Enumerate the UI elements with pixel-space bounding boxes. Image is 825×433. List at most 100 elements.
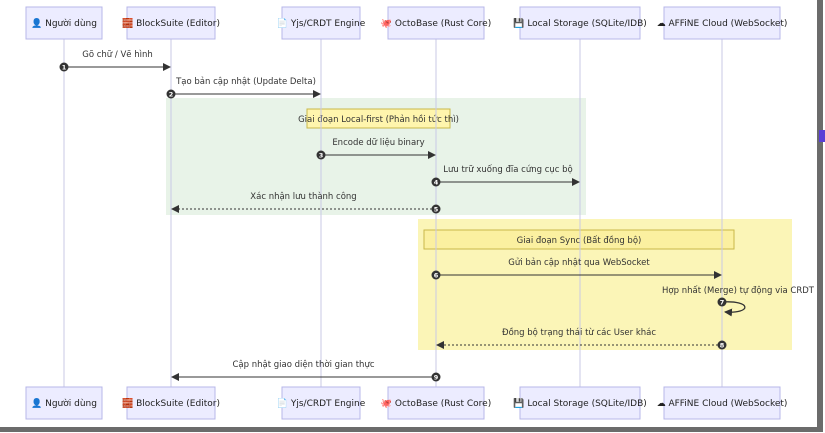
actor-rect-bottom-2: [281, 386, 361, 420]
note-sync: [423, 229, 735, 250]
actor-box-bottom-1: 🧱 BlockSuite (Editor): [122, 386, 220, 420]
message-6: Gửi bản cập nhật qua WebSocket 6: [431, 257, 722, 280]
actor-box-bottom-0: 👤 Người dùng: [25, 386, 103, 420]
actor-box-top-4: 💾 Local Storage (SQLite/IDB): [513, 6, 647, 40]
message-1: Gõ chữ / Vẽ hình 1: [59, 50, 171, 72]
sequence-diagram: Giai đoạn Local-first (Phản hồi tức thì)…: [25, 6, 815, 420]
sequence-number-9: [431, 372, 441, 382]
person-icon: 👤: [31, 17, 45, 29]
actor-rect-bottom-0: [25, 386, 103, 420]
actor-box-bottom-2: 📄 Yjs/CRDT Engine: [277, 386, 366, 420]
sequence-number-1: [59, 62, 69, 72]
sequence-number-text-6: 6: [434, 271, 439, 279]
actor-name: Local Storage (SQLite/IDB): [527, 399, 646, 409]
storage-icon: 💾: [513, 17, 527, 29]
cloud-icon: ☁: [657, 399, 669, 409]
actor-label-bottom-1: 🧱 BlockSuite (Editor): [122, 397, 220, 409]
message-7: Hợp nhất (Merge) tự động via CRDT 7: [662, 285, 815, 317]
actor-box-bottom-3: 🐙 OctoBase (Rust Core): [381, 386, 491, 420]
actor-rect-bottom-3: [387, 386, 485, 420]
actor-rect-top-3: [387, 6, 485, 40]
actor-label-top-1: 🧱 BlockSuite (Editor): [122, 17, 220, 29]
actor-rect-bottom-4: [519, 386, 641, 420]
actor-rect-top-0: [25, 6, 103, 40]
actor-rect-top-1: [126, 6, 216, 40]
actor-label-top-3: 🐙 OctoBase (Rust Core): [381, 18, 491, 29]
message-arrow-7: [721, 301, 746, 317]
actor-box-bottom-5: ☁ AFFiNE Cloud (WebSocket): [657, 386, 788, 420]
sequence-number-5: [431, 204, 441, 214]
octopus-icon: 🐙: [381, 18, 395, 29]
actor-box-top-0: 👤 Người dùng: [25, 6, 103, 40]
sequence-number-text-9: 9: [434, 373, 439, 381]
sequence-number-text-1: 1: [62, 63, 67, 71]
message-label-1: Gõ chữ / Vẽ hình: [82, 50, 152, 60]
message-label-2: Tạo bản cập nhật (Update Delta): [175, 76, 316, 87]
message-label-3: Encode dữ liệu binary: [332, 137, 424, 148]
actor-label-bottom-3: 🐙 OctoBase (Rust Core): [381, 398, 491, 409]
cloud-icon: ☁: [657, 19, 669, 29]
sequence-number-text-4: 4: [434, 178, 439, 186]
actor-rect-bottom-5: [663, 386, 781, 420]
actor-label-bottom-4: 💾 Local Storage (SQLite/IDB): [513, 397, 647, 409]
sequence-number-text-7: 7: [720, 298, 725, 306]
sequence-number-7: [717, 297, 727, 307]
message-4: Lưu trữ xuống đĩa cứng cục bộ 4: [431, 164, 580, 187]
sequence-number-text-8: 8: [720, 341, 725, 349]
storage-icon: 💾: [513, 397, 527, 409]
note-local-first: [306, 108, 451, 129]
document-icon: 📄: [277, 17, 291, 29]
actor-rect-bottom-1: [126, 386, 216, 420]
actor-name: BlockSuite (Editor): [136, 399, 220, 409]
brick-icon: 🧱: [122, 17, 136, 29]
actor-label-bottom-0: 👤 Người dùng: [31, 397, 97, 409]
actor-box-top-3: 🐙 OctoBase (Rust Core): [381, 6, 491, 40]
actor-name: AFFiNE Cloud (WebSocket): [668, 399, 787, 409]
actor-name: OctoBase (Rust Core): [395, 399, 491, 409]
message-label-5: Xác nhận lưu thành công: [250, 191, 356, 202]
message-label-7: Hợp nhất (Merge) tự động via CRDT: [662, 285, 815, 296]
note-sync-text: Giai đoạn Sync (Bất đồng bộ): [517, 235, 642, 246]
actor-label-top-4: 💾 Local Storage (SQLite/IDB): [513, 17, 647, 29]
actor-name: BlockSuite (Editor): [136, 19, 220, 29]
message-5: Xác nhận lưu thành công 5: [171, 191, 441, 214]
actor-name: Người dùng: [45, 398, 97, 409]
actor-box-top-2: 📄 Yjs/CRDT Engine: [277, 6, 366, 40]
message-9: Cập nhật giao diện thời gian thực 9: [171, 359, 441, 382]
sequence-number-4: [431, 177, 441, 187]
octopus-icon: 🐙: [381, 398, 395, 409]
actor-name: Yjs/CRDT Engine: [290, 399, 366, 409]
message-label-9: Cập nhật giao diện thời gian thực: [232, 359, 374, 370]
sequence-number-text-5: 5: [434, 205, 439, 213]
actor-label-top-0: 👤 Người dùng: [31, 17, 97, 29]
sequence-number-8: [717, 340, 727, 350]
actor-name: Yjs/CRDT Engine: [290, 19, 366, 29]
message-label-8: Đồng bộ trạng thái từ các User khác: [502, 327, 656, 338]
brick-icon: 🧱: [122, 397, 136, 409]
edge-marker: [819, 130, 825, 142]
document-icon: 📄: [277, 397, 291, 409]
sequence-number-6: [431, 270, 441, 280]
sequence-number-text-3: 3: [319, 151, 324, 159]
actor-label-bottom-5: ☁ AFFiNE Cloud (WebSocket): [657, 399, 788, 409]
actor-label-bottom-2: 📄 Yjs/CRDT Engine: [277, 397, 366, 409]
sequence-number-text-2: 2: [169, 90, 174, 98]
actor-name: Local Storage (SQLite/IDB): [527, 19, 646, 29]
message-label-6: Gửi bản cập nhật qua WebSocket: [508, 257, 650, 268]
message-3: Encode dữ liệu binary 3: [316, 137, 436, 160]
actor-label-top-2: 📄 Yjs/CRDT Engine: [277, 17, 366, 29]
actor-name: OctoBase (Rust Core): [395, 19, 491, 29]
actor-box-bottom-4: 💾 Local Storage (SQLite/IDB): [513, 386, 647, 420]
sequence-number-2: [166, 89, 176, 99]
sequence-number-3: [316, 150, 326, 160]
message-label-4: Lưu trữ xuống đĩa cứng cục bộ: [443, 164, 572, 175]
actor-label-top-5: ☁ AFFiNE Cloud (WebSocket): [657, 19, 788, 29]
note-local-first-text: Giai đoạn Local-first (Phản hồi tức thì): [298, 114, 459, 125]
message-8: Đồng bộ trạng thái từ các User khác 8: [436, 327, 727, 350]
actor-name: AFFiNE Cloud (WebSocket): [668, 19, 787, 29]
person-icon: 👤: [31, 397, 45, 409]
actor-rect-top-2: [281, 6, 361, 40]
actor-box-top-1: 🧱 BlockSuite (Editor): [122, 6, 220, 40]
actor-rect-top-4: [519, 6, 641, 40]
